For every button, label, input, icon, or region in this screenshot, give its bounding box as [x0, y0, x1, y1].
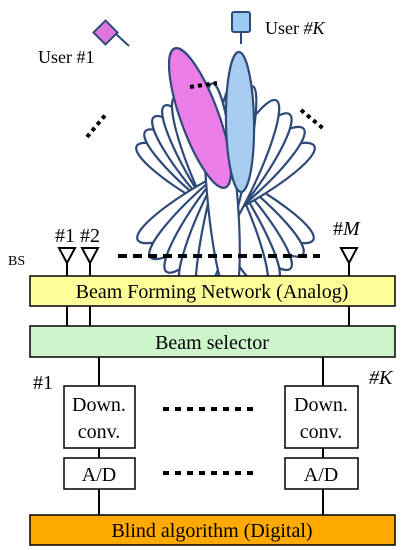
blind-algorithm-label: Blind algorithm (Digital)	[111, 520, 312, 542]
beam-lobe-user-1	[167, 47, 233, 189]
beam-forming-network-label: Beam Forming Network (Analog)	[76, 281, 349, 303]
beam-forming-network-block	[29, 275, 396, 307]
ad-converter-1	[63, 457, 136, 490]
ad-converter-1-label: A/D	[82, 464, 116, 486]
ad-converter-k	[284, 457, 359, 490]
antenna-2-icon	[80, 247, 100, 266]
user-1-icon	[92, 19, 119, 46]
beam-dots	[85, 81, 327, 139]
down-converter-1	[63, 385, 136, 449]
beam-selector-block	[29, 325, 396, 358]
user-k-icon	[231, 11, 251, 33]
antenna-m-label: #M	[333, 218, 361, 240]
down-converter-1-line2: conv.	[78, 421, 121, 443]
bfn-to-selector-lines	[66, 306, 350, 326]
beam-dots-left	[85, 111, 109, 139]
antenna-m-icon	[339, 247, 359, 266]
user-1-label: User #1	[38, 47, 95, 67]
antenna-1-icon	[57, 247, 77, 266]
user-k-label: User #K	[265, 18, 326, 38]
chain-1-label: #1	[33, 372, 53, 394]
beam-lobe-user-k	[224, 50, 256, 194]
antenna-1-label: #1	[55, 225, 75, 247]
beam-dots-right	[299, 108, 327, 132]
beam-pattern	[135, 47, 316, 304]
chain-lines	[98, 357, 324, 515]
down-converter-k-line2: conv.	[300, 421, 343, 443]
chain-k-label: #K	[369, 367, 394, 389]
beam-selector-label: Beam selector	[155, 332, 269, 354]
antenna-array: #1 #2 #M BS	[8, 218, 361, 276]
user-1: User #1	[38, 19, 130, 67]
antenna-2-label: #2	[80, 225, 100, 247]
blind-algorithm-block	[29, 514, 396, 546]
down-converter-1-line1: Down.	[72, 394, 126, 416]
ad-converter-k-label: A/D	[304, 464, 338, 486]
user-1-antenna	[115, 33, 130, 47]
down-converter-k	[284, 385, 359, 449]
down-converter-k-line1: Down.	[294, 394, 348, 416]
bs-label: BS	[8, 254, 25, 269]
user-k: User #K	[231, 11, 326, 44]
